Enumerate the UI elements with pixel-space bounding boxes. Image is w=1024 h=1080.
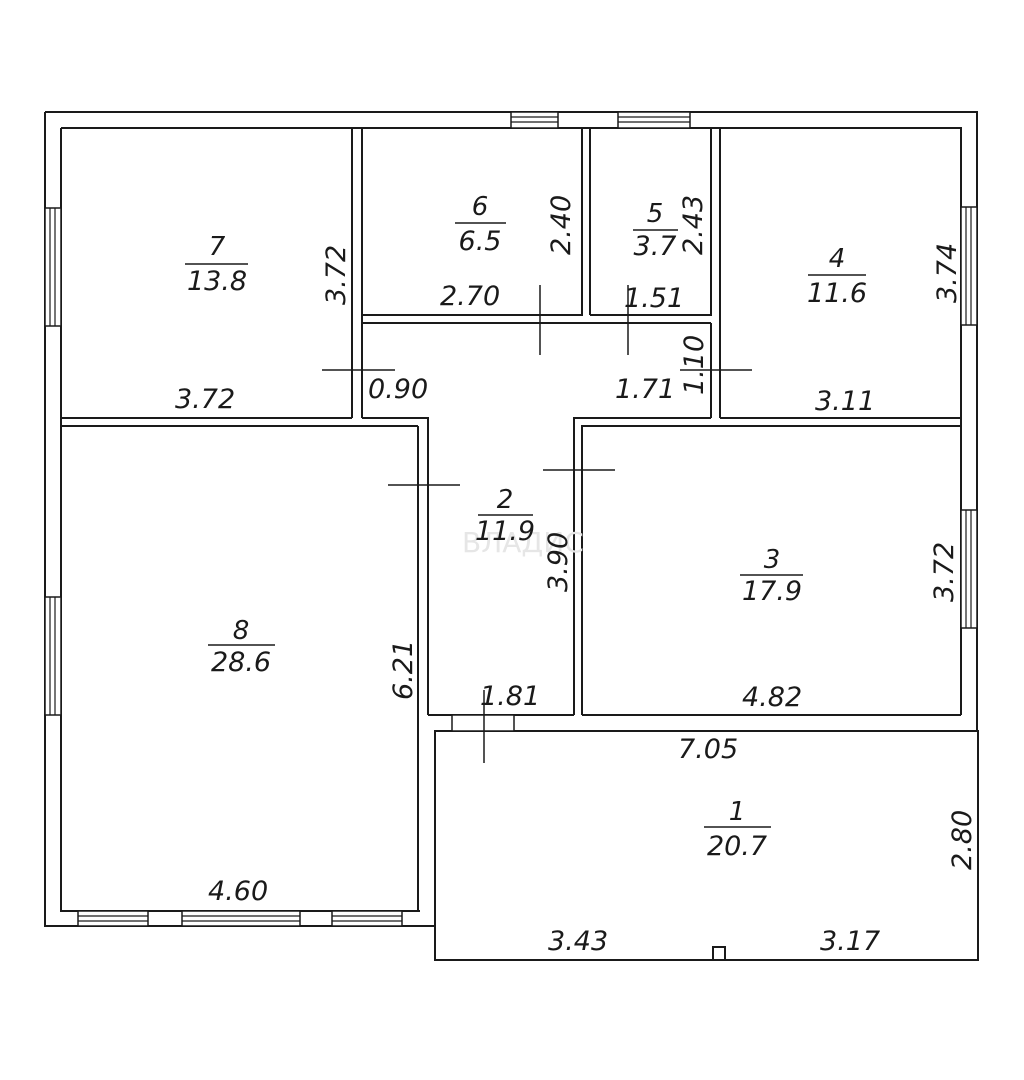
door-ticks (322, 285, 752, 763)
dim-r4-width: 3.11 (815, 386, 875, 417)
dimension-labels: 3.72 3.72 2.40 2.70 2.43 1.51 3.74 3.11 … (175, 195, 978, 957)
room-8-label: 8 28.6 (208, 616, 275, 678)
room-2-label: 2 11.9 (475, 485, 535, 547)
room-area: 11.6 (807, 278, 867, 309)
room-area: 11.9 (475, 516, 535, 547)
interior-walls (61, 128, 961, 911)
room-number: 3 (764, 545, 781, 575)
room-number: 4 (829, 244, 846, 274)
dim-r6-height: 2.40 (546, 195, 577, 255)
window-right-2 (960, 509, 978, 629)
dim-r7-width: 3.72 (175, 384, 235, 415)
watermark: ВЛАДИС (462, 526, 584, 559)
dim-r3-height: 3.72 (929, 542, 960, 602)
window-left-1 (44, 207, 62, 327)
window-left-2 (44, 596, 62, 716)
room-1-walls (434, 730, 979, 961)
watermark-text: ВЛАДИС (462, 526, 584, 559)
window-top-1 (510, 111, 559, 129)
dim-r2-width: 1.81 (480, 681, 540, 712)
room-area: 28.6 (211, 647, 271, 678)
dim-r6-width: 2.70 (440, 281, 500, 312)
room-4-label: 4 11.6 (807, 244, 867, 309)
dim-r1-width-right: 3.17 (820, 926, 880, 957)
dim-r2-height: 3.90 (543, 532, 574, 592)
window-top-2 (617, 111, 691, 129)
window-bottom-1 (77, 910, 149, 927)
dim-r8-height: 6.21 (388, 640, 419, 700)
dim-r7-height: 3.72 (321, 245, 352, 305)
room-area: 20.7 (707, 831, 767, 862)
room-number: 1 (729, 797, 746, 827)
dim-r4-height: 3.74 (932, 243, 963, 303)
dim-r1-width-top: 7.05 (678, 734, 738, 765)
dim-r1-height: 2.80 (947, 810, 978, 870)
room-labels: 7 13.8 6 6.5 5 3.7 4 11.6 2 11.9 3 17.9 (185, 192, 867, 862)
dim-r8-width: 4.60 (208, 876, 268, 907)
room-7-label: 7 13.8 (185, 232, 248, 297)
dim-corridor-side: 1.10 (679, 335, 710, 395)
dim-corridor-neck: 0.90 (368, 374, 428, 405)
room-3-label: 3 17.9 (740, 545, 803, 607)
room-number: 7 (209, 232, 226, 262)
room-6-label: 6 6.5 (455, 192, 506, 257)
dim-r1-width-left: 3.43 (548, 926, 608, 957)
dim-r3-width: 4.82 (742, 682, 802, 713)
window-right-1 (960, 206, 978, 326)
room-area: 17.9 (742, 576, 802, 607)
room-number: 6 (472, 192, 489, 222)
room-number: 8 (233, 616, 250, 646)
dim-r5-width: 1.51 (624, 283, 684, 314)
room-area: 3.7 (634, 231, 677, 262)
room-area: 13.8 (187, 266, 247, 297)
window-bottom-2 (181, 910, 301, 927)
room-5-label: 5 3.7 (633, 199, 678, 262)
dim-r5-height: 2.43 (678, 195, 709, 255)
room-area: 6.5 (459, 226, 502, 257)
dim-corridor-width: 1.71 (615, 374, 675, 405)
room-1-label: 1 20.7 (704, 797, 771, 862)
windows (44, 111, 978, 927)
window-bottom-3 (331, 910, 403, 927)
room-number: 5 (647, 199, 664, 229)
room-number: 2 (497, 485, 514, 515)
